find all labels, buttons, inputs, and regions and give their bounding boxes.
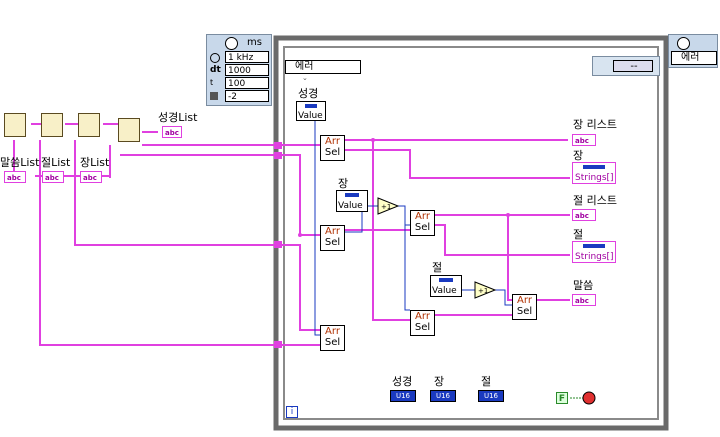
- chevron-down-icon[interactable]: ⌄: [302, 74, 308, 82]
- word-list-label: 말씀List: [0, 156, 40, 169]
- timed-loop-row-dt[interactable]: dt 1000: [209, 64, 271, 76]
- cluster-node-4[interactable]: [118, 118, 140, 142]
- timed-loop-dt-value[interactable]: 1000: [225, 64, 269, 76]
- cluster-node-1[interactable]: [4, 113, 26, 137]
- bottom-chapter-label: 장: [434, 375, 445, 388]
- timed-loop-unit: ms: [247, 37, 262, 48]
- book-control[interactable]: Value: [296, 101, 326, 121]
- chapter-list-indicator[interactable]: abc: [572, 134, 596, 146]
- bottom-book-indicator[interactable]: U16: [390, 390, 416, 402]
- chapter-indicator-label: 장: [573, 149, 584, 162]
- cluster-node-3[interactable]: [78, 113, 100, 137]
- chapter-indicator-type: Strings[]: [575, 173, 614, 183]
- verse-list-terminal[interactable]: abc: [42, 171, 64, 183]
- loop-tunnels: [274, 142, 282, 348]
- increment-label-2: +1: [478, 287, 489, 295]
- stop-condition-icon: [582, 391, 596, 405]
- bottom-verse-indicator[interactable]: U16: [478, 390, 504, 402]
- string-wires: [13, 123, 570, 346]
- dt-icon: dt: [210, 65, 221, 75]
- right-selector-value[interactable]: --: [613, 60, 653, 72]
- timed-loop-row-source[interactable]: 1 kHz: [209, 51, 271, 63]
- priority-icon: [210, 92, 218, 100]
- word-indicator[interactable]: abc: [572, 294, 596, 306]
- bible-list-terminal[interactable]: abc: [162, 126, 182, 138]
- case-selector-value: 에러: [295, 61, 314, 72]
- book-control-label: 성경: [298, 87, 319, 100]
- bible-list-label: 성경List: [158, 111, 198, 124]
- timed-loop-config-panel: ms 1 kHz dt 1000 t 100 -2: [206, 34, 272, 106]
- bottom-verse-label: 절: [481, 375, 492, 388]
- case-selector[interactable]: 에러: [285, 60, 361, 74]
- clock-source-icon: [210, 53, 220, 63]
- chapter-control[interactable]: Value: [336, 190, 368, 212]
- word-indicator-label: 말씀: [573, 279, 594, 292]
- case-structure-frame: [283, 46, 659, 420]
- timed-loop-source-value[interactable]: 1 kHz: [225, 51, 269, 63]
- verse-control-label: 절: [432, 261, 443, 274]
- increment-node-2: [474, 281, 497, 299]
- chapter-list-indicator-label: 장 리스트: [573, 118, 617, 131]
- verse-indicator-label: 절: [573, 228, 584, 241]
- outer-selector[interactable]: 에러: [671, 51, 717, 65]
- chapter-list-terminal[interactable]: abc: [80, 171, 102, 183]
- verse-indicator-type: Strings[]: [575, 252, 614, 262]
- bottom-book-label: 성경: [392, 375, 413, 388]
- timed-loop-row-priority[interactable]: -2: [209, 90, 271, 102]
- chapter-control-value: Value: [338, 201, 363, 211]
- verse-list-label: 절List: [41, 156, 71, 169]
- timed-loop-priority-value[interactable]: -2: [225, 90, 269, 102]
- verse-control[interactable]: Value: [430, 275, 462, 297]
- word-list-terminal[interactable]: abc: [4, 171, 26, 183]
- offset-icon: t: [210, 78, 214, 87]
- outer-selector-panel: 에러: [668, 34, 718, 68]
- while-loop-frame: [273, 35, 669, 431]
- right-selector-panel: --: [592, 56, 660, 76]
- chapter-list-label: 장List: [80, 156, 110, 169]
- verse-control-value: Value: [432, 286, 457, 296]
- verse-list-indicator[interactable]: abc: [572, 209, 596, 221]
- chapter-indicator[interactable]: Strings[]: [572, 162, 616, 184]
- clock-icon-right: [677, 37, 690, 50]
- verse-list-indicator-label: 절 리스트: [573, 194, 617, 207]
- bottom-chapter-indicator[interactable]: U16: [430, 390, 456, 402]
- clock-icon: [225, 37, 238, 50]
- iteration-terminal[interactable]: i: [286, 406, 298, 418]
- increment-label-1: +1: [381, 203, 392, 211]
- chapter-control-label: 장: [338, 177, 349, 190]
- timed-loop-row-offset[interactable]: t 100: [209, 77, 271, 89]
- timed-loop-offset-value[interactable]: 100: [225, 77, 269, 89]
- cluster-node-2[interactable]: [41, 113, 63, 137]
- book-control-value: Value: [298, 111, 323, 121]
- false-constant[interactable]: F: [556, 392, 568, 404]
- verse-indicator[interactable]: Strings[]: [572, 241, 616, 263]
- increment-node-1: [377, 197, 400, 215]
